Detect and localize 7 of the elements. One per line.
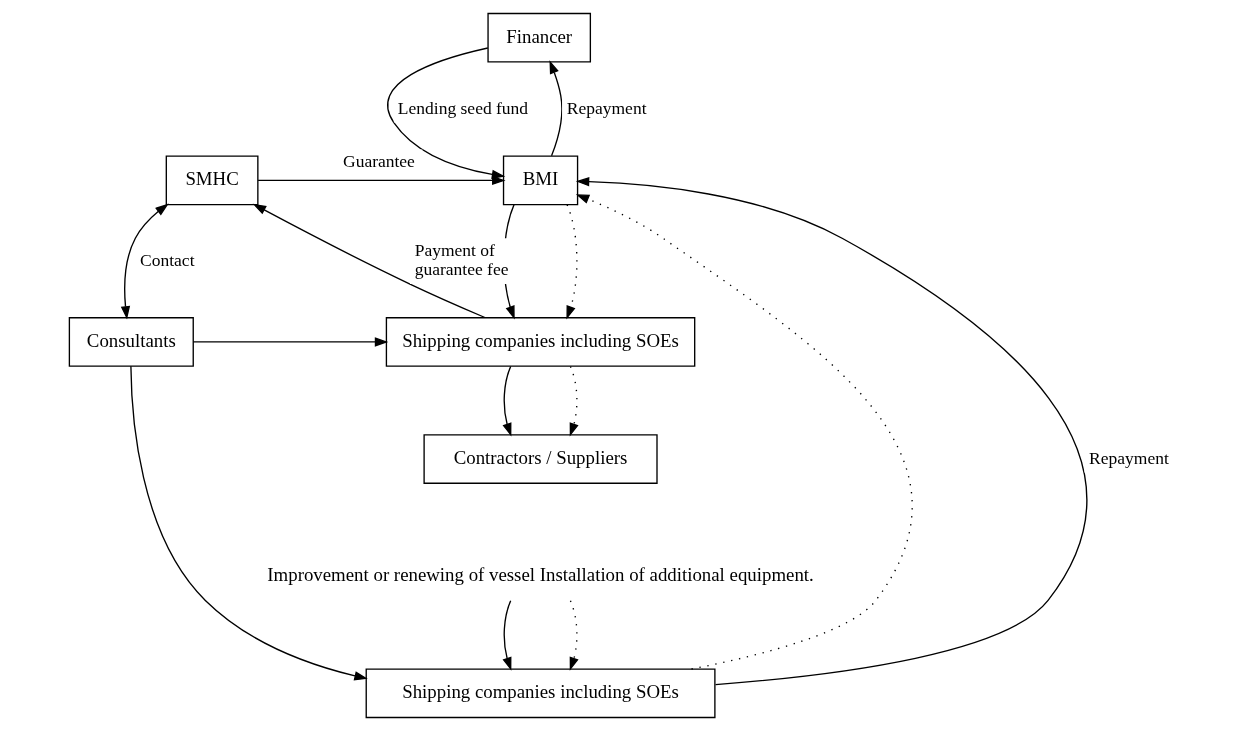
- edge-label: Repayment: [566, 97, 647, 118]
- edge-label: Payment of guarantee fee: [414, 240, 509, 280]
- edge-label: Lending seed fund: [397, 97, 529, 118]
- edge-label: Guarantee: [343, 151, 415, 172]
- edge-label: Repayment: [1089, 447, 1169, 468]
- node-text: Improvement or renewing of vessel Installation of additional equipment.: [267, 564, 814, 586]
- edge-label: Contact: [140, 249, 195, 270]
